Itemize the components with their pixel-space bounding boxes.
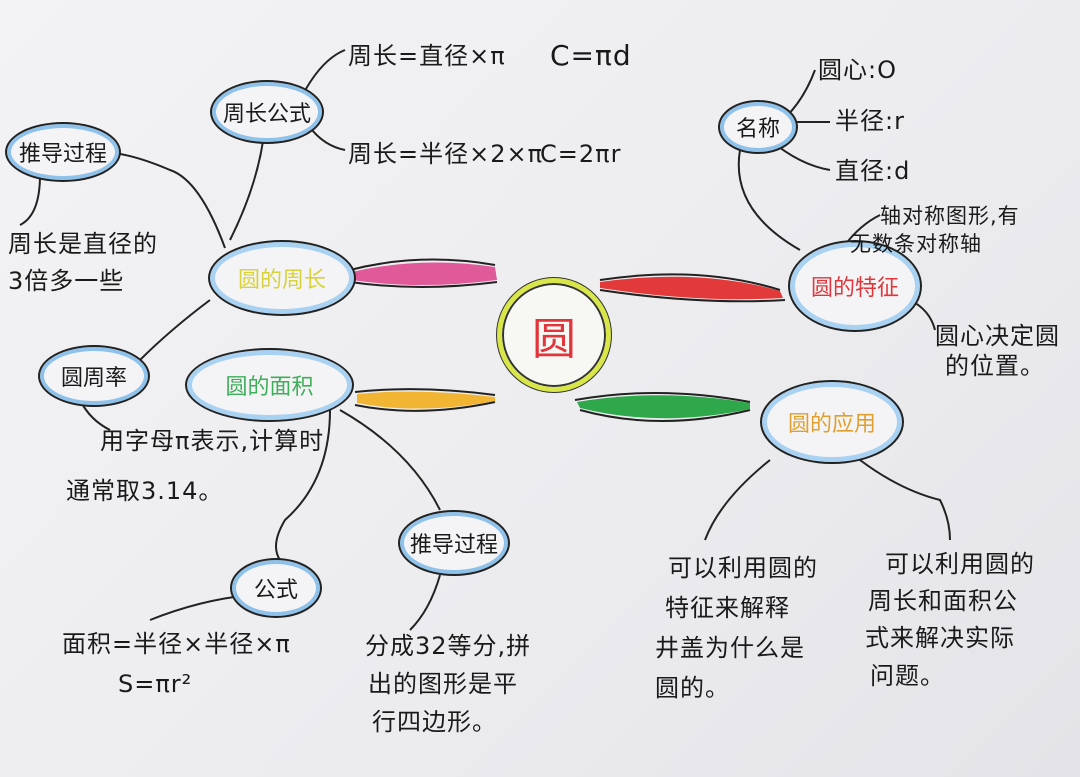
- application-text: 可以利用圆的: [668, 554, 818, 582]
- derivation-text: 行四边形。: [372, 708, 497, 736]
- name-text: 半径:r: [835, 107, 905, 135]
- center-label: 圆: [532, 314, 576, 365]
- node-area-derivation: 推导过程: [398, 510, 510, 576]
- center-node: 圆: [497, 278, 611, 392]
- band-application: [577, 395, 750, 419]
- symmetry-text: 轴对称图形,有: [880, 204, 1020, 228]
- symmetry-text: 无数条对称轴: [850, 232, 982, 256]
- node-circumference: 圆的周长: [208, 240, 356, 316]
- node-pi: 圆周率: [38, 345, 150, 407]
- derivation-text: 分成32等分,拼: [365, 632, 532, 660]
- application-text: 式来解决实际: [865, 624, 1015, 652]
- application-text: 圆的。: [655, 674, 730, 702]
- application-text: 周长和面积公: [868, 587, 1018, 615]
- application-text: 井盖为什么是: [655, 634, 805, 662]
- pi-text: 通常取3.14。: [66, 477, 224, 505]
- derivation-text: 3倍多一些: [8, 267, 125, 295]
- node-area: 圆的面积: [185, 348, 354, 422]
- position-text: 圆心决定圆: [935, 322, 1060, 350]
- pi-text: 用字母π表示,计算时: [100, 427, 325, 455]
- node-names: 名称: [718, 100, 798, 154]
- derivation-text: 出的图形是平: [368, 670, 518, 698]
- formula-text: S=πr²: [118, 670, 193, 698]
- formula-text: 周长=半径×2×π: [348, 140, 544, 168]
- node-features: 圆的特征: [788, 240, 922, 332]
- derivation-text: 周长是直径的: [8, 230, 158, 258]
- band-area: [357, 391, 495, 409]
- node-label: 周长公式: [222, 102, 311, 127]
- formula-text: 周长=直径×π: [348, 42, 506, 70]
- node-label: 推导过程: [18, 142, 107, 167]
- node-label: 公式: [253, 578, 298, 603]
- formula-text: C=2πr: [540, 140, 622, 168]
- node-label: 圆周率: [60, 366, 127, 391]
- band-features: [600, 276, 783, 300]
- formula-text: 面积=半径×半径×π: [62, 630, 291, 658]
- node-label: 名称: [735, 117, 780, 142]
- application-text: 特征来解释: [665, 594, 790, 622]
- node-label: 圆的面积: [225, 375, 314, 400]
- name-text: 圆心:O: [818, 56, 897, 84]
- node-area-formula: 公式: [230, 558, 322, 618]
- application-text: 问题。: [870, 662, 945, 690]
- node-label: 圆的应用: [787, 412, 876, 437]
- band-circumference: [352, 262, 497, 285]
- node-label: 圆的特征: [810, 276, 899, 301]
- position-text: 的位置。: [945, 352, 1045, 380]
- node-label: 推导过程: [409, 533, 498, 558]
- application-text: 可以利用圆的: [885, 550, 1035, 578]
- node-circumference-derivation: 推导过程: [5, 122, 121, 182]
- name-text: 直径:d: [835, 157, 911, 185]
- node-label: 圆的周长: [237, 268, 326, 293]
- node-application: 圆的应用: [760, 380, 904, 464]
- formula-text: C=πd: [550, 39, 632, 72]
- node-circumference-formula: 周长公式: [210, 80, 324, 144]
